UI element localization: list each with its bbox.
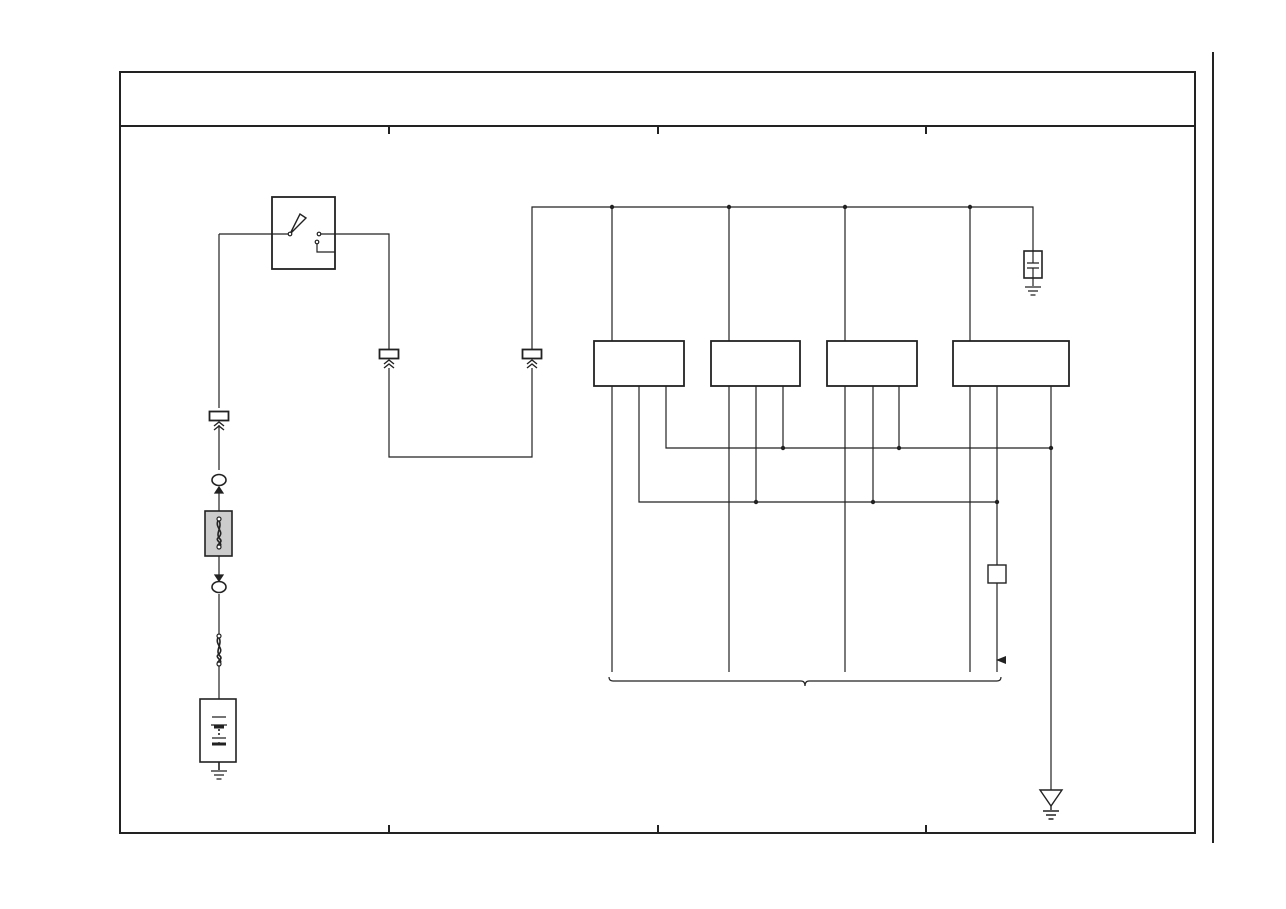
ground-icon <box>1024 286 1042 296</box>
module-1 <box>593 340 685 387</box>
battery-box <box>199 698 237 763</box>
antenna-ground-icon <box>1038 789 1064 820</box>
resistor-box <box>987 564 1007 584</box>
module-4 <box>952 340 1070 387</box>
ignition-switch <box>271 196 390 350</box>
capacitor <box>1023 250 1043 296</box>
connector-c3 <box>521 348 543 369</box>
battery-icon <box>211 716 227 770</box>
zone-ticks <box>388 126 927 833</box>
junction-dots <box>609 204 1054 505</box>
fuse-icon <box>216 633 222 667</box>
control-modules <box>593 340 1070 387</box>
bus-wires <box>608 204 1064 820</box>
switch-output-wire <box>388 206 1034 458</box>
junction-terminal-icon <box>211 580 227 594</box>
ground-icon <box>210 770 228 780</box>
junction-terminal-icon <box>211 473 227 487</box>
module-2 <box>710 340 801 387</box>
diagram-frame <box>119 71 1196 834</box>
bus-brace <box>608 676 1002 687</box>
connector-c2 <box>378 348 400 369</box>
battery-circuit <box>199 233 290 780</box>
module-3 <box>826 340 918 387</box>
